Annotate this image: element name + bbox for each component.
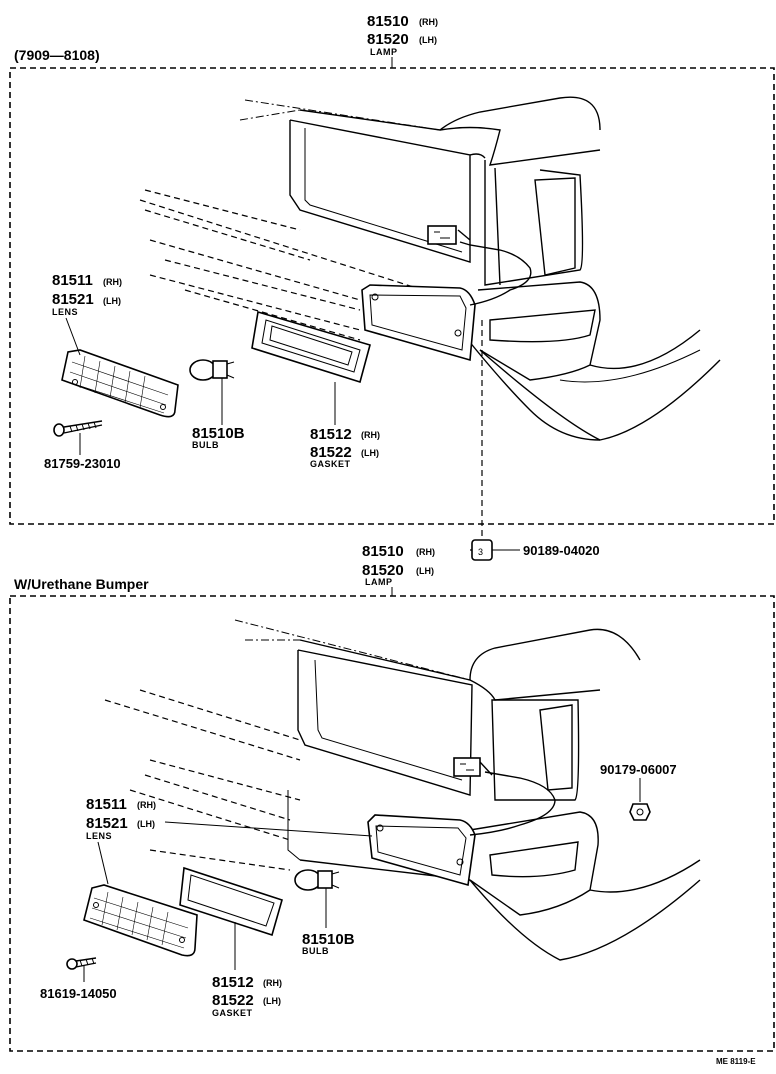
gasket-rh-number: 81512 [212,974,254,991]
vehicle-body-bottom [104,619,701,961]
bulb-bottom [294,869,340,928]
lens-label-bottom: 81511 (RH) 81521 (LH) LENS [86,796,373,885]
gasket-lh-number: 81522 [310,444,352,461]
screw-number-top: 81759-23010 [44,456,121,471]
lens-lh-tag: (LH) [137,819,155,829]
bulb-label-top: 81510B BULB [192,425,245,450]
gasket-rh-number: 81512 [310,426,352,443]
lens-rh-number: 81511 [86,796,127,813]
lamp-rh-number: 81510 [362,543,404,560]
gasket-rh-tag: (RH) [361,430,380,440]
bulb-caption: BULB [302,946,329,956]
shared-nut: 3 90189-04020 [471,539,600,561]
section-title-top: (7909—8108) [14,47,100,63]
vehicle-body-top [139,96,721,551]
screw-number-bottom: 81619-14050 [40,986,117,1001]
lens-rh-tag: (RH) [103,277,122,287]
bulb-label-bottom: 81510B BULB [302,931,355,956]
shared-nut-number: 90189-04020 [523,543,600,558]
gasket-lh-tag: (LH) [361,448,379,458]
lens-top [61,349,179,418]
lamp-label-bottom: 81510 (RH) 81520 (LH) LAMP [362,543,435,596]
lens-lh-number: 81521 [86,815,128,832]
gasket-label-bottom: 81512 (RH) 81522 (LH) GASKET [212,974,282,1018]
lens-label-top: 81511 (RH) 81521 (LH) LENS [52,272,122,356]
lamp-lh-tag: (LH) [419,35,437,45]
lamp-rh-number: 81510 [367,13,409,30]
section-top: (7909—8108) 81510 (RH) 81520 (LH) LAMP [9,13,775,551]
lens-lh-tag: (LH) [103,296,121,306]
section-bottom: W/Urethane Bumper 81510 (RH) 81520 (LH) … [9,543,775,1052]
screw-top: 81759-23010 [44,420,121,471]
nut-number-bottom: 90179-06007 [600,762,677,777]
bulb-top [189,359,235,425]
lens-caption: LENS [52,307,78,317]
gasket-bottom [179,866,283,970]
lamp-lh-tag: (LH) [416,566,434,576]
section-title-bottom: W/Urethane Bumper [14,576,149,592]
gasket-top [251,310,371,425]
lamp-caption: LAMP [365,577,393,587]
bulb-number: 81510B [192,425,245,442]
lens-bottom [83,884,198,957]
gasket-caption: GASKET [212,1008,253,1018]
lamp-lh-number: 81520 [367,31,409,48]
lens-rh-tag: (RH) [137,800,156,810]
lamp-caption: LAMP [370,47,398,57]
lamp-rh-tag: (RH) [416,547,435,557]
screw-bottom: 81619-14050 [40,957,117,1001]
gasket-caption: GASKET [310,459,351,469]
bulb-caption: BULB [192,440,219,450]
gasket-rh-tag: (RH) [263,978,282,988]
gasket-lh-tag: (LH) [263,996,281,1006]
footer-code: ME 8119-E [716,1057,756,1066]
gasket-lh-number: 81522 [212,992,254,1009]
gasket-label-top: 81512 (RH) 81522 (LH) GASKET [310,426,380,469]
lens-caption: LENS [86,831,112,841]
nut-bottom: 90179-06007 [600,762,677,821]
lens-lh-number: 81521 [52,291,94,308]
lamp-lh-number: 81520 [362,562,404,579]
lamp-label-top: 81510 (RH) 81520 (LH) LAMP [367,13,438,68]
svg-text:3: 3 [478,547,483,557]
bulb-number: 81510B [302,931,355,948]
lens-rh-number: 81511 [52,272,93,289]
lamp-rh-tag: (RH) [419,17,438,27]
